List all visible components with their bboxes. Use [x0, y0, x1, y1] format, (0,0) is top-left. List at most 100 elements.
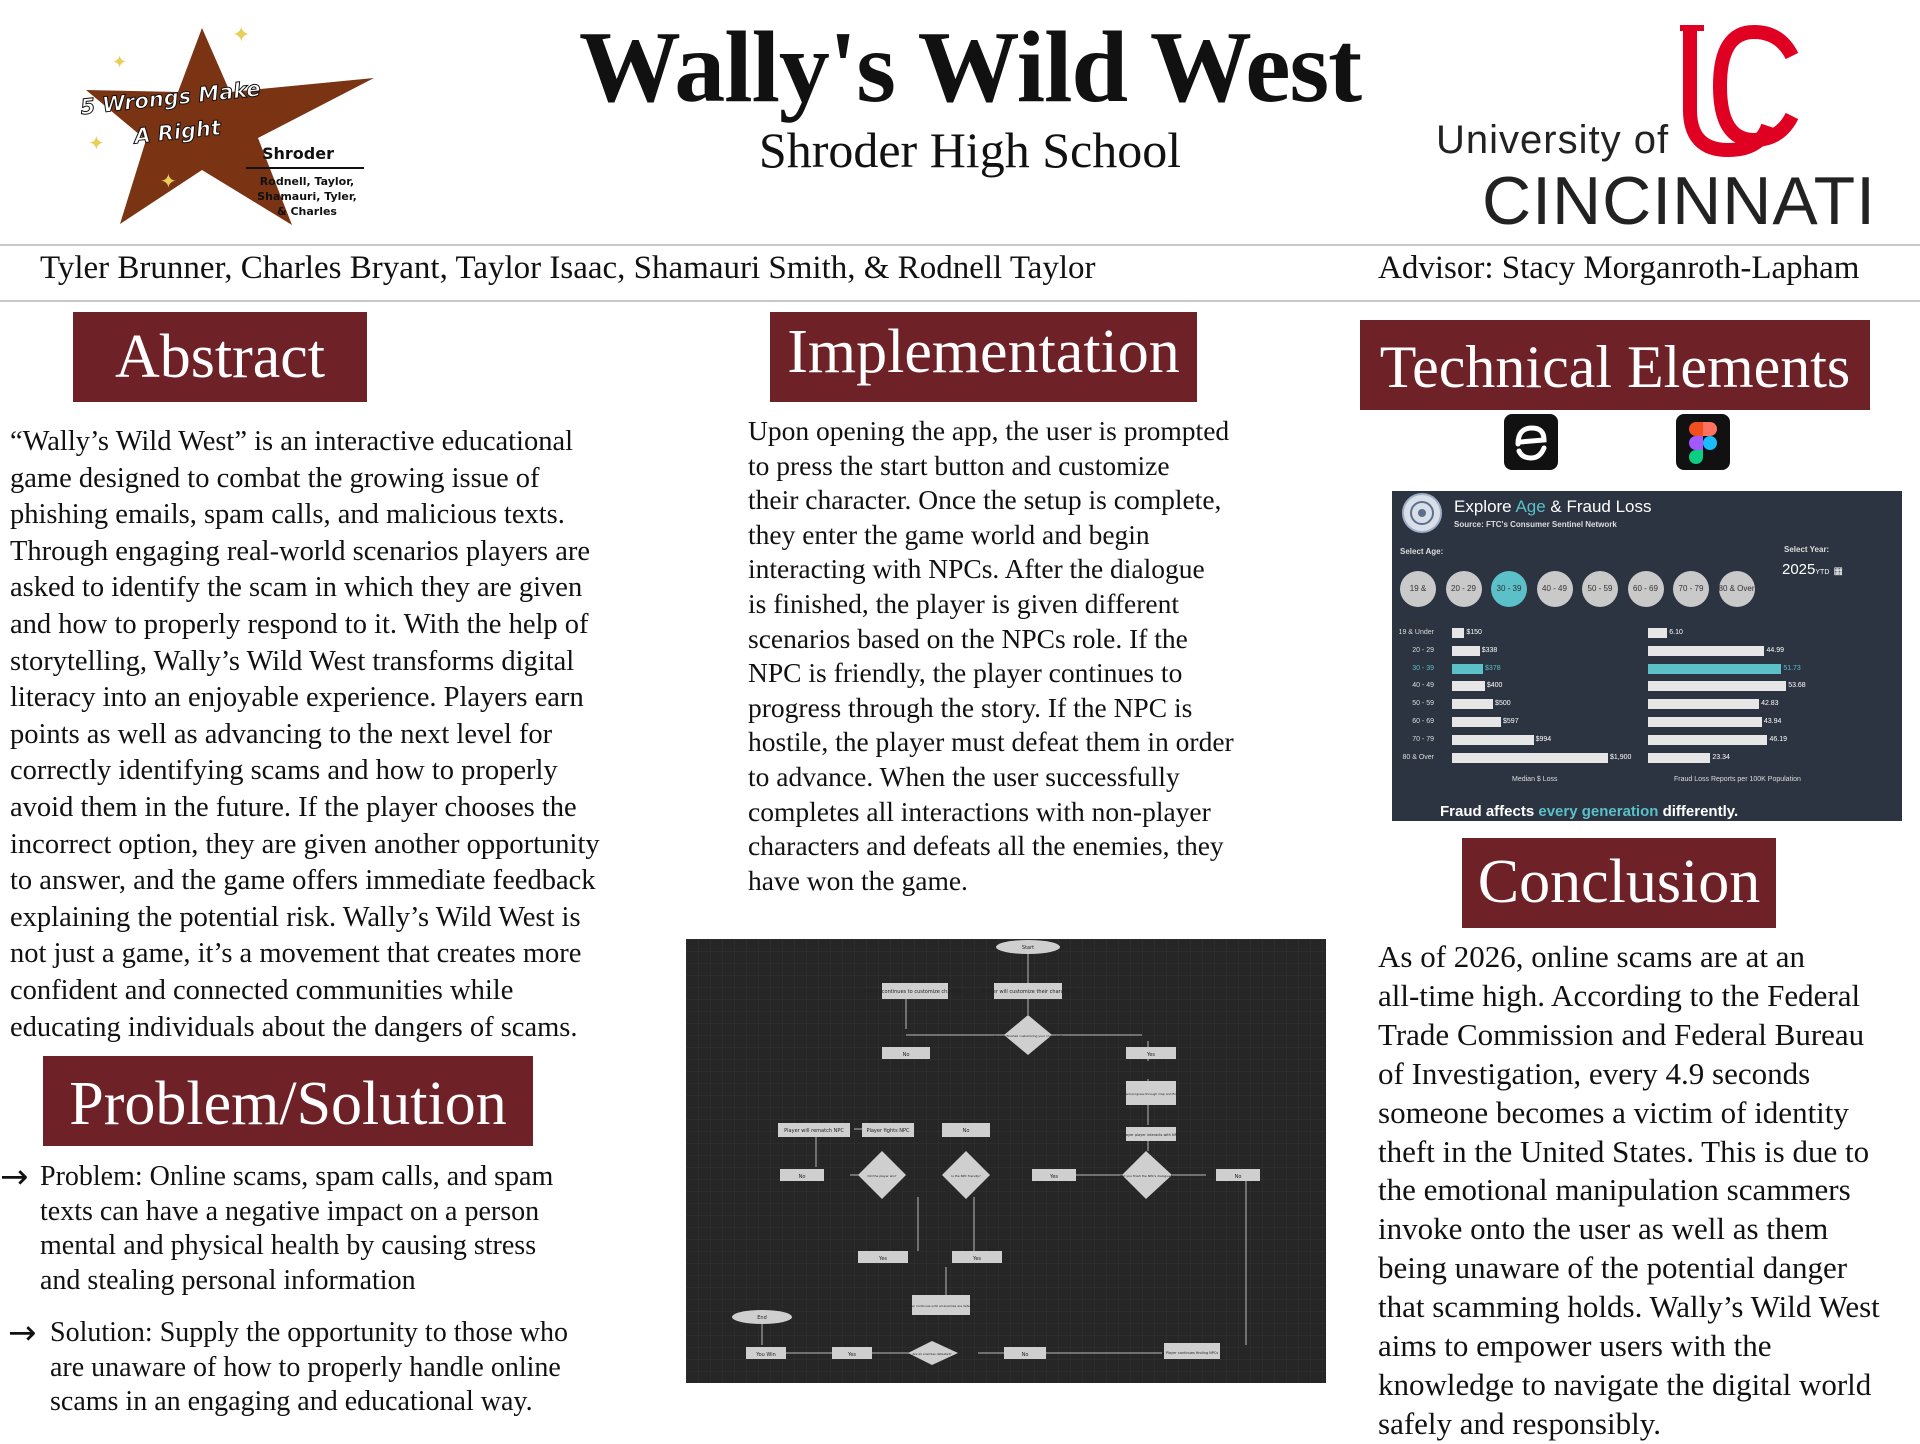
loss-value: $597 [1503, 718, 1519, 725]
loss-bar [1452, 752, 1608, 763]
problem-arrow-icon: → [0, 1157, 29, 1197]
fraud-loss-dashboard: Explore Age & Fraud Loss Source: FTC's C… [1392, 491, 1902, 821]
report-bar [1648, 699, 1760, 710]
select-age-label: Select Age: [1400, 547, 1444, 556]
report-bar [1648, 717, 1762, 727]
dashboard-title: Explore Age & Fraud Loss [1454, 497, 1652, 516]
report-bar [1648, 752, 1711, 763]
report-value: 51.73 [1783, 664, 1801, 672]
flow-rematch: Player will rematch NPC [784, 1128, 844, 1134]
row-label: 40 - 49 [1412, 682, 1434, 690]
age-button[interactable]: 70 - 79 [1673, 571, 1709, 607]
advisor: Advisor: Stacy Morganroth-Lapham [1378, 250, 1860, 286]
loss-bar [1452, 663, 1484, 674]
flow-no-1: No [903, 1052, 910, 1058]
abstract-heading: Abstract [73, 312, 367, 402]
flow-won-q: Did the player win? [867, 1174, 896, 1178]
flow-finished-q: Are you finished customizing your charac… [994, 1034, 1062, 1038]
row-label: 80 & Over [1402, 753, 1434, 761]
problem-text: Problem: Online scams, spam calls, and s… [40, 1161, 554, 1296]
loss-bar [1452, 699, 1494, 710]
select-year-label: Select Year: [1784, 545, 1830, 554]
flow-no-2: No [963, 1128, 970, 1134]
implementation-heading: Implementation [770, 312, 1197, 402]
report-value: 53.68 [1788, 682, 1806, 690]
authors: Tyler Brunner, Charles Bryant, Taylor Is… [40, 250, 1096, 286]
report-value: 46.19 [1769, 735, 1787, 743]
flow-start: Start [1022, 945, 1034, 951]
flow-yes-1: Yes [1146, 1052, 1155, 1058]
flowchart-svg: Start Player will customize their charac… [686, 939, 1326, 1383]
flow-you-win: You Win [755, 1352, 776, 1358]
row-label: 50 - 59 [1412, 700, 1434, 708]
age-button[interactable]: 60 - 69 [1627, 571, 1664, 607]
loss-bar [1452, 628, 1465, 638]
axis-loss-label: Median $ Loss [1512, 776, 1558, 783]
team-logo: ✦ ✦ ✦ ✦ 5 Wrongs Make A Right Shroder Ro… [79, 20, 382, 230]
implementation-body: Upon opening the app, the user is prompt… [748, 415, 1234, 896]
header-divider-top [0, 244, 1920, 246]
flow-all-defeated-q: Are all enemies defeated? [912, 1352, 952, 1356]
svg-text:✦: ✦ [112, 52, 127, 73]
row-label: 70 - 79 [1412, 735, 1434, 743]
conclusion-heading: Conclusion [1462, 838, 1776, 928]
age-button[interactable]: 80 & Over [1718, 571, 1755, 607]
year-selector[interactable]: 2025YTD ▦ [1782, 561, 1843, 578]
loss-value: $150 [1466, 629, 1482, 636]
poster-subtitle: Shroder High School [758, 122, 1182, 178]
loss-bar [1452, 681, 1485, 692]
calendar-icon: ▦ [1833, 566, 1843, 577]
abstract-body: “Wally’s Wild West” is an interactive ed… [10, 426, 600, 1043]
loss-value: $378 [1485, 664, 1501, 672]
uc-cincinnati: CINCINNATI [1482, 163, 1877, 239]
loss-value: $994 [1535, 735, 1552, 743]
flow-no-3: No [799, 1174, 806, 1180]
flow-continues-customize: Player continues to customize character [865, 989, 967, 995]
svg-text:✦: ✦ [88, 131, 105, 155]
report-bar [1648, 734, 1768, 745]
star-logo-icon: ✦ ✦ ✦ ✦ [86, 23, 374, 225]
loss-value: $338 [1481, 646, 1498, 654]
flow-no-4: No [1235, 1174, 1242, 1180]
report-bar [1648, 663, 1782, 674]
age-button[interactable]: 40 - 49 [1536, 571, 1573, 607]
solution-text: Solution: Supply the opportunity to thos… [50, 1317, 569, 1417]
report-bar [1648, 645, 1765, 656]
flow-fights: Player fights NPC [866, 1128, 910, 1134]
flow-defeated: Player continues until all enemies are d… [906, 1304, 977, 1308]
svg-text:✦: ✦ [160, 169, 177, 193]
report-value: 42.83 [1761, 700, 1779, 708]
loss-bar [1452, 645, 1480, 656]
loss-bar [1452, 734, 1534, 745]
report-bar [1648, 628, 1668, 638]
row-label: 30 - 39 [1412, 664, 1434, 672]
flow-no-5: No [1022, 1352, 1029, 1358]
header-divider-bottom [0, 300, 1920, 302]
flow-finish-dialogue-q: Did you finish the NPC's dialogue? [1120, 1174, 1172, 1178]
uc-monogram-icon [1680, 24, 1799, 158]
axis-reports-label: Fraud Loss Reports per 100K Population [1674, 776, 1801, 783]
figma-icon [1676, 414, 1730, 470]
flow-interacts: Player player interacts with NPC [1123, 1133, 1180, 1137]
age-button[interactable]: 30 - 39 [1491, 571, 1527, 607]
flow-finding: Player continues finding NPCs [1166, 1351, 1219, 1355]
report-value: 44.99 [1766, 646, 1784, 654]
dashboard-source: Source: FTC's Consumer Sentinel Network [1454, 520, 1617, 529]
flow-yes-3: Yes [878, 1256, 887, 1262]
poster-title: Wally's Wild West [578, 11, 1362, 124]
row-label: 20 - 29 [1412, 646, 1434, 654]
row-label: 60 - 69 [1412, 718, 1434, 725]
flow-friendly-q: Is the NPC friendly? [951, 1174, 981, 1178]
report-value: 6.10 [1669, 629, 1683, 636]
age-button[interactable]: 50 - 59 [1582, 571, 1618, 607]
flow-yes-5: Yes [847, 1352, 856, 1358]
game-flowchart: Start Player will customize their charac… [686, 939, 1326, 1383]
uc-university-of: University of [1436, 118, 1670, 162]
age-button[interactable]: 19 & Under [1400, 571, 1436, 629]
loss-value: $1,900 [1610, 753, 1632, 761]
flow-yes-2: Yes [1049, 1174, 1058, 1180]
age-button[interactable]: 20 - 29 [1445, 571, 1482, 607]
ftc-seal-icon [1402, 493, 1442, 533]
technical-elements-heading: Technical Elements [1360, 320, 1870, 410]
dashboard-footer: Fraud affects every generation different… [1440, 803, 1739, 820]
